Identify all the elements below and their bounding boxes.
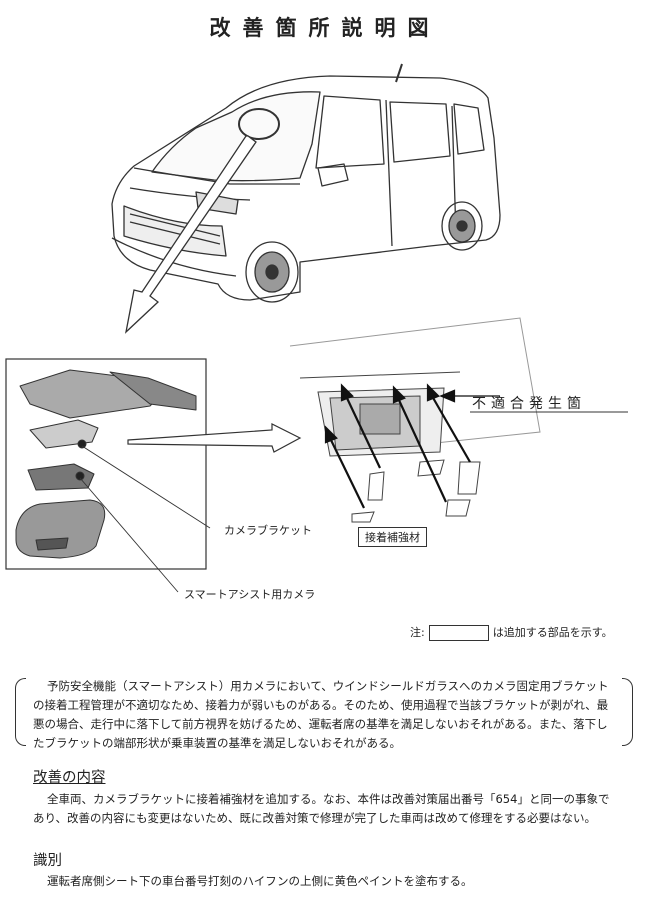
improvement-text: 全車両、カメラブラケットに接着補強材を追加する。なお、本件は改善対策届出番号「6… xyxy=(33,792,610,825)
identification-text: 運転者席側シート下の車台番号打刻のハイフンの上側に黄色ペイントを塗布する。 xyxy=(47,874,473,888)
pointer-arrows xyxy=(324,383,500,509)
identification-heading: 識別 xyxy=(33,853,62,869)
inset-parts xyxy=(15,369,197,559)
note: 注: は追加する部品を示す。 xyxy=(410,624,613,641)
leader-lines xyxy=(79,411,628,593)
page-title: 改善箇所説明図 xyxy=(209,15,441,40)
bracket-left xyxy=(15,678,26,746)
defect-location-label: 不適合発生箇 xyxy=(472,396,586,412)
bracket-right xyxy=(622,678,633,746)
detail-drawing xyxy=(289,317,541,523)
note-legend-box xyxy=(428,625,489,641)
camera-bracket-label: カメラブラケット xyxy=(224,524,312,537)
smart-assist-camera-label: スマートアシスト用カメラ xyxy=(184,588,316,601)
adhesive-reinforcement-label: 接着補強材 xyxy=(358,527,427,547)
detail-arrow xyxy=(127,423,302,453)
car-illustration xyxy=(111,63,501,303)
note-prefix: 注: xyxy=(410,626,425,639)
defect-description: 予防安全機能（スマートアシスト）用カメラにおいて、ウインドシールドガラスへのカメ… xyxy=(33,679,609,750)
note-suffix: は追加する部品を示す。 xyxy=(492,626,613,639)
callout-arrow xyxy=(124,135,257,334)
improvement-heading: 改善の内容 xyxy=(33,770,106,786)
